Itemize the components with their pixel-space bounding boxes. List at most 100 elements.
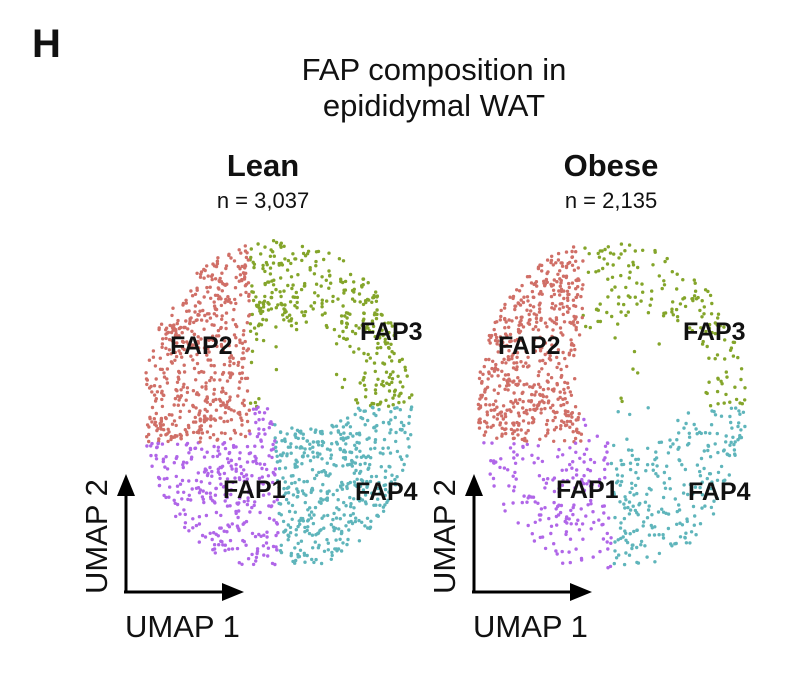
- umap-point-fap2: [222, 419, 226, 424]
- umap-point-fap2: [215, 262, 220, 266]
- umap-point-fap4: [352, 480, 357, 484]
- umap-point-fap4: [698, 474, 703, 478]
- umap-point-fap4: [352, 497, 356, 501]
- umap-point-fap3: [357, 292, 362, 296]
- umap-point-fap2: [551, 288, 556, 292]
- umap-point-fap4: [311, 546, 315, 550]
- umap-point-fap2: [563, 356, 567, 361]
- umap-point-fap1: [259, 534, 263, 538]
- umap-point-fap1: [257, 418, 261, 422]
- umap-point-fap4: [324, 473, 328, 477]
- umap-point-fap2: [241, 351, 245, 355]
- umap-point-fap4: [620, 474, 624, 478]
- umap-point-fap3: [702, 312, 706, 316]
- umap-point-fap1: [580, 480, 584, 484]
- umap-point-fap2: [225, 419, 230, 423]
- umap-point-fap4: [393, 415, 397, 420]
- umap-point-fap2: [496, 368, 500, 372]
- umap-point-fap2: [571, 320, 575, 324]
- umap-point-fap4: [710, 480, 714, 484]
- umap-point-fap3: [301, 251, 306, 256]
- umap-point-fap3: [707, 326, 712, 330]
- umap-point-fap2: [500, 360, 504, 365]
- umap-point-fap2: [216, 286, 220, 290]
- umap-point-fap2: [532, 417, 536, 421]
- umap-point-fap3: [608, 251, 613, 255]
- umap-point-fap3: [269, 295, 274, 300]
- umap-point-fap4: [354, 516, 358, 520]
- umap-point-fap2: [570, 255, 574, 259]
- umap-point-fap4: [627, 500, 632, 504]
- umap-point-fap4: [732, 442, 736, 447]
- umap-point-fap4: [737, 421, 741, 425]
- umap-point-fap2: [195, 318, 199, 322]
- umap-point-fap2: [533, 349, 538, 353]
- umap-point-fap4: [273, 423, 277, 427]
- umap-point-fap1: [275, 548, 279, 552]
- umap-point-fap2: [247, 429, 251, 433]
- umap-point-fap2: [537, 303, 541, 307]
- umap-point-fap2: [527, 364, 531, 368]
- umap-point-fap2: [234, 344, 238, 348]
- umap-point-fap1: [586, 467, 590, 472]
- umap-point-fap4: [702, 466, 706, 471]
- umap-point-fap4: [311, 440, 316, 444]
- umap-point-fap2: [561, 397, 565, 401]
- umap-point-fap4: [616, 538, 620, 542]
- umap-point-fap4: [344, 442, 348, 446]
- umap-point-fap2: [203, 313, 207, 318]
- umap-point-fap3: [354, 398, 359, 402]
- umap-point-fap4: [295, 428, 300, 432]
- umap-point-fap4: [635, 491, 639, 496]
- umap-point-fap2: [516, 433, 520, 437]
- umap-point-fap1: [512, 450, 516, 454]
- umap-point-fap2: [193, 310, 197, 314]
- umap-point-fap1: [223, 548, 227, 553]
- umap-point-fap1: [254, 559, 258, 563]
- umap-point-fap2: [204, 387, 208, 391]
- umap-point-fap3: [678, 302, 683, 306]
- umap-point-fap2: [541, 358, 545, 363]
- umap-point-fap2: [179, 388, 183, 392]
- umap-point-fap1: [273, 562, 277, 567]
- umap-point-fap2: [572, 268, 577, 272]
- umap-point-fap1: [161, 457, 166, 461]
- umap-point-fap2: [227, 406, 231, 410]
- umap-point-fap3: [354, 324, 358, 328]
- umap-point-fap1: [201, 497, 205, 501]
- umap-point-fap4: [731, 435, 735, 439]
- umap-point-fap1: [532, 461, 536, 465]
- umap-point-fap3: [398, 380, 402, 384]
- umap-point-fap4: [291, 559, 295, 564]
- umap-point-fap4: [337, 527, 341, 531]
- umap-point-fap3: [336, 297, 340, 301]
- umap-point-fap2: [233, 286, 238, 290]
- umap-point-fap2: [181, 403, 186, 407]
- umap-point-fap2: [564, 274, 569, 278]
- umap-point-fap1: [223, 446, 228, 451]
- umap-point-fap2: [219, 342, 224, 347]
- umap-point-fap2: [197, 428, 201, 433]
- umap-point-fap4: [290, 426, 294, 430]
- umap-point-fap1: [563, 519, 567, 524]
- obese-label-fap4: FAP4: [688, 478, 751, 506]
- umap-point-fap1: [210, 537, 214, 542]
- umap-point-fap2: [176, 403, 180, 407]
- umap-point-fap3: [352, 280, 356, 284]
- umap-point-fap4: [621, 535, 625, 539]
- umap-point-fap2: [548, 358, 553, 362]
- umap-point-fap2: [549, 294, 554, 299]
- umap-point-fap2: [193, 292, 198, 296]
- umap-point-fap1: [215, 454, 220, 458]
- umap-point-fap2: [486, 377, 490, 381]
- umap-point-fap3: [710, 301, 714, 306]
- umap-point-fap3: [620, 399, 624, 404]
- umap-point-fap4: [713, 413, 718, 417]
- umap-point-fap3: [370, 319, 375, 323]
- umap-point-fap1: [541, 477, 546, 482]
- umap-point-fap3: [267, 280, 271, 284]
- umap-point-fap4: [328, 472, 332, 476]
- umap-point-fap1: [218, 476, 222, 481]
- umap-point-fap1: [235, 546, 240, 551]
- umap-point-fap2: [539, 407, 543, 411]
